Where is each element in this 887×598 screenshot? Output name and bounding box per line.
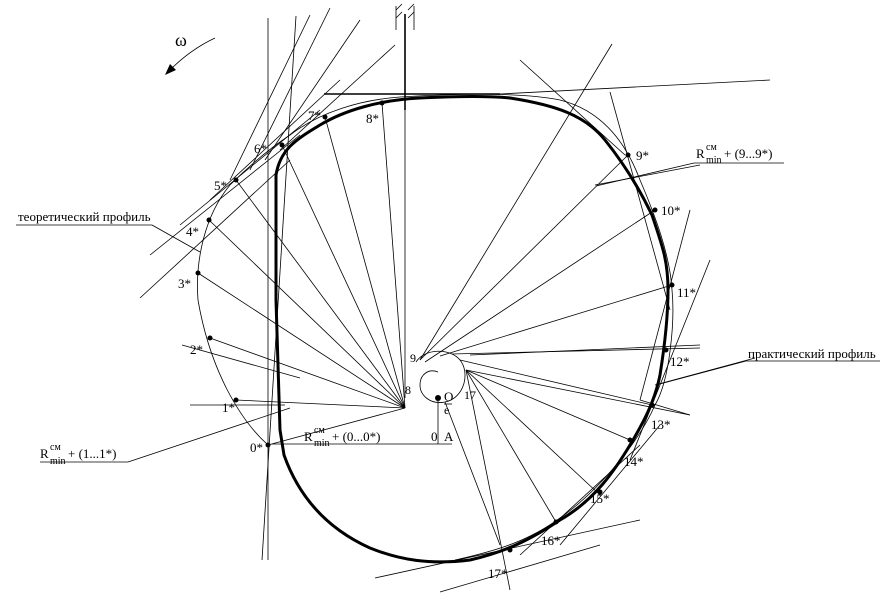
point-6 xyxy=(279,142,285,148)
r1-sub: min xyxy=(50,456,66,467)
hatch-1 xyxy=(395,3,403,11)
point-1 xyxy=(233,397,239,403)
label-5: 5* xyxy=(214,178,227,193)
r1-sup: см xyxy=(50,442,61,453)
point-8 xyxy=(379,100,385,106)
point-a-label: A xyxy=(444,429,454,444)
r9-sup: см xyxy=(706,142,717,153)
rotation-arc xyxy=(169,37,216,71)
r9-tail: + (9...9*) xyxy=(724,146,773,161)
point-5 xyxy=(233,177,239,183)
hatch-3 xyxy=(407,3,415,11)
point-12 xyxy=(663,347,669,353)
label-7: 7* xyxy=(308,108,321,123)
point-7 xyxy=(322,114,328,120)
point-10 xyxy=(652,207,658,213)
radial-lines-right xyxy=(419,43,701,591)
r0-sup: см xyxy=(314,425,325,436)
inner-label-17: 17 xyxy=(464,388,476,402)
point-17 xyxy=(507,547,513,553)
point-labels: 0* 1* 2* 3* 4* 5* 6* 7* 8* 9* 10* 11* 12… xyxy=(178,108,696,581)
label-3: 3* xyxy=(178,276,191,291)
label-14: 14* xyxy=(624,454,644,469)
inner-label-8: 8 xyxy=(405,383,411,397)
point-4 xyxy=(206,217,212,223)
hatch-2 xyxy=(395,11,403,19)
label-9: 9* xyxy=(636,148,649,163)
label-13: 13* xyxy=(651,417,671,432)
r9-sub: min xyxy=(706,155,722,166)
base-circle-group xyxy=(415,350,466,403)
label-16: 16* xyxy=(541,533,561,548)
practical-profile-curve xyxy=(274,95,670,564)
r9-main: R xyxy=(696,146,705,161)
r9-leader xyxy=(595,162,695,187)
inner-label-9: 9 xyxy=(410,351,416,365)
label-0: 0* xyxy=(250,440,263,455)
label-15: 15* xyxy=(590,491,610,506)
profile-points xyxy=(195,100,675,553)
point-11 xyxy=(669,282,675,288)
left-slant-line xyxy=(261,15,297,561)
label-10: 10* xyxy=(661,203,681,218)
rotation-arrow: ω xyxy=(165,30,216,75)
base-spiral xyxy=(415,350,466,403)
label-8: 8* xyxy=(366,111,379,126)
label-17: 17* xyxy=(488,566,508,581)
label-4: 4* xyxy=(186,224,199,239)
hatch-4 xyxy=(407,11,415,19)
ecc-label: e xyxy=(444,403,449,417)
label-12: 12* xyxy=(670,354,690,369)
r1-callout: R см min + (1...1*) xyxy=(40,407,291,467)
label-2: 2* xyxy=(190,342,203,357)
point-14 xyxy=(627,437,633,443)
r0-main: R xyxy=(304,429,313,444)
theoretical-profile-label: теоретический профиль xyxy=(18,209,151,224)
label-6: 6* xyxy=(254,141,267,156)
label-1: 1* xyxy=(222,400,235,415)
r1-leader xyxy=(127,407,291,463)
practical-leader xyxy=(655,360,747,386)
arrow-head-icon xyxy=(165,64,176,75)
follower xyxy=(324,3,500,398)
r0-sub: min xyxy=(314,438,330,449)
point-15 xyxy=(597,489,603,495)
label-11: 11* xyxy=(677,285,696,300)
r0-callout: R см min + (0...0*) xyxy=(304,425,381,449)
tangent-lines-left xyxy=(139,7,396,406)
center-label: O xyxy=(444,389,453,404)
point-9 xyxy=(625,152,631,158)
omega-label: ω xyxy=(175,30,187,50)
theoretical-callout: теоретический профиль xyxy=(16,209,201,253)
point-13 xyxy=(649,402,655,408)
point-16 xyxy=(553,519,559,525)
radial-lines-left xyxy=(197,102,406,446)
practical-profile-label: практический профиль xyxy=(748,346,876,361)
theoretical-leader xyxy=(151,224,201,253)
practical-callout: практический профиль xyxy=(655,346,880,386)
point-zero-label: 0 xyxy=(431,429,438,444)
r0-tail: + (0...0*) xyxy=(332,429,381,444)
r9-callout: R см min + (9...9*) xyxy=(595,142,784,187)
point-0 xyxy=(265,442,271,448)
r1-main: R xyxy=(40,446,49,461)
point-3 xyxy=(195,270,201,276)
r1-tail: + (1...1*) xyxy=(68,446,117,461)
point-2 xyxy=(207,335,213,341)
